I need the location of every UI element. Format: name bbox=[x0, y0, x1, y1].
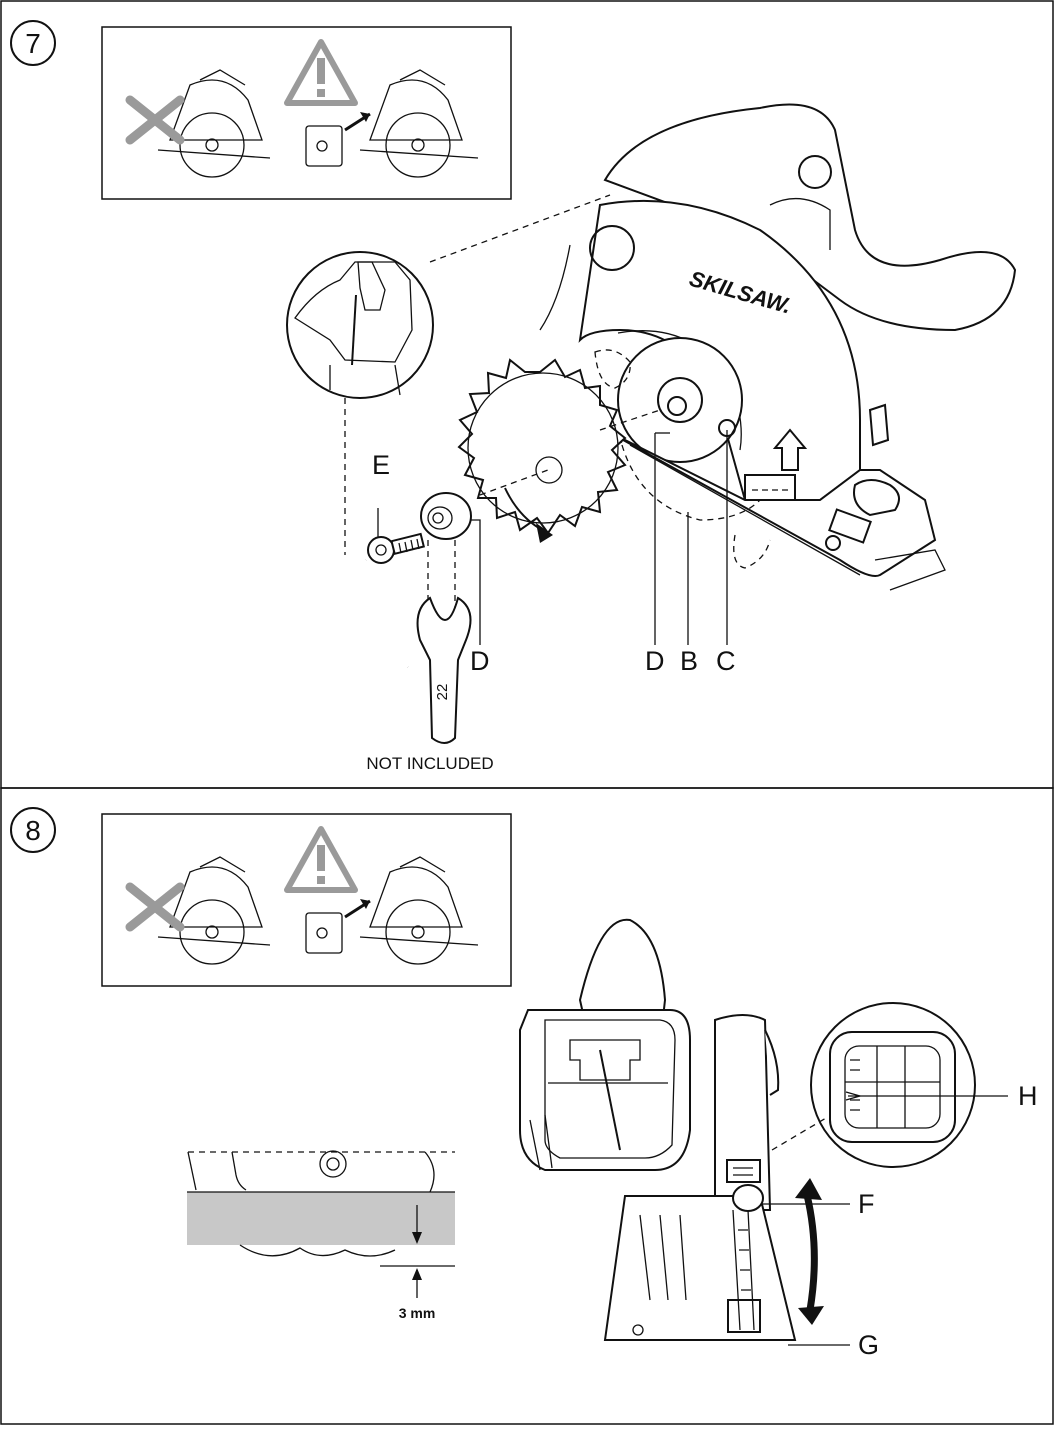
saw-thumbnail-left-icon bbox=[157, 69, 271, 178]
step-7-number: 7 bbox=[25, 28, 41, 59]
figure-8-panel: 8 bbox=[0, 787, 1054, 1425]
hex-key-storage-detail bbox=[286, 194, 611, 555]
step-8-badge: 8 bbox=[10, 807, 56, 853]
prohibited-x-8-icon bbox=[125, 882, 185, 932]
warning-inset-8 bbox=[101, 813, 512, 987]
saw-thumbnail-right-icon bbox=[359, 69, 479, 178]
figure-7-panel: 7 bbox=[0, 0, 1054, 789]
label-b: B bbox=[680, 646, 698, 676]
cutting-depth-detail: 3 mm bbox=[187, 1150, 455, 1321]
label-h: H bbox=[1018, 1081, 1038, 1111]
not-included-note: NOT INCLUDED bbox=[366, 754, 493, 773]
step-8-number: 8 bbox=[25, 815, 41, 846]
label-e: E bbox=[372, 450, 390, 480]
label-g: G bbox=[858, 1330, 879, 1360]
saw-thumbnail-right-8-icon bbox=[359, 856, 479, 965]
warning-triangle-8-icon bbox=[284, 826, 358, 893]
figure-8-callouts bbox=[763, 1095, 1008, 1346]
outer-flange-d bbox=[420, 492, 472, 610]
depth-scale-magnified-detail bbox=[771, 1002, 976, 1168]
warning-triangle-icon bbox=[284, 39, 358, 106]
hex-key-wrench-icon bbox=[329, 558, 410, 669]
depth-note: 3 mm bbox=[399, 1305, 436, 1321]
wrench-size-label: 22 bbox=[434, 684, 451, 701]
step-7-badge: 7 bbox=[10, 20, 56, 66]
battery-removal-icon bbox=[305, 112, 371, 167]
saw-thumbnail-left-8-icon bbox=[157, 856, 271, 965]
label-f: F bbox=[858, 1189, 875, 1219]
circular-saw-illustration: SKILSAW. bbox=[539, 103, 1017, 591]
figure-7-callouts bbox=[470, 430, 728, 645]
prohibited-x-icon bbox=[125, 95, 185, 145]
label-d-right: D bbox=[645, 646, 665, 676]
saw-rear-view-illustration bbox=[519, 918, 824, 1341]
saw-blade-illustration bbox=[457, 358, 661, 543]
label-c: C bbox=[716, 646, 736, 676]
figure-8-frame bbox=[0, 787, 1054, 1425]
battery-removal-8-icon bbox=[305, 899, 371, 954]
warning-inset-7 bbox=[101, 26, 512, 200]
open-end-wrench-icon: 22 bbox=[416, 596, 472, 744]
workpiece bbox=[187, 1192, 455, 1245]
blade-bolt-e bbox=[367, 508, 426, 564]
label-d-left: D bbox=[470, 646, 490, 676]
